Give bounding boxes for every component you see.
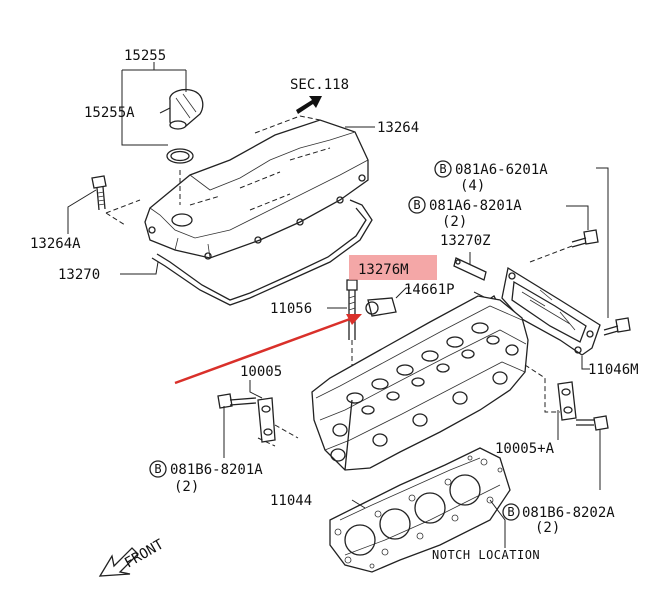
- label-notch-location: NOTCH LOCATION: [432, 548, 540, 562]
- label-bolt1-qty: (4): [460, 178, 485, 194]
- label-11044: 11044: [270, 493, 312, 509]
- head-valve-pockets: [330, 322, 519, 462]
- circle-b-marker-1: B: [434, 160, 452, 178]
- label-bolt1-code: 081A6-6201A: [455, 162, 548, 178]
- label-14661P: 14661P: [404, 282, 455, 298]
- label-11046M: 11046M: [588, 362, 639, 378]
- highlight-13276M: [349, 255, 437, 280]
- gasket-10005A: [557, 381, 577, 440]
- label-15255: 15255: [124, 48, 166, 64]
- head-gasket-11044: [329, 447, 511, 573]
- filler-gasket: [166, 148, 194, 164]
- label-13276M: 13276M: [358, 262, 409, 278]
- label-bolt4-qty: (2): [535, 520, 560, 536]
- gasket-bolt-holes: [334, 455, 503, 569]
- label-bolt3-qty: (2): [174, 479, 199, 495]
- bolt-081A6-6201A: [596, 167, 631, 336]
- svg-text:B: B: [413, 198, 420, 212]
- label-10005: 10005: [240, 364, 282, 380]
- label-bolt2-qty: (2): [442, 214, 467, 230]
- sec118-arrow: [296, 96, 322, 114]
- label-13270Z: 13270Z: [440, 233, 491, 249]
- label-15255A: 15255A: [84, 105, 135, 121]
- label-bolt4-code: 081B6-8202A: [522, 505, 615, 521]
- label-11056: 11056: [270, 301, 312, 317]
- bolt-081B6-8202A: [576, 415, 609, 490]
- label-10005A: 10005+A: [495, 441, 555, 457]
- bolt-13264A: [67, 175, 141, 234]
- rear-plate-11046M: [501, 266, 601, 370]
- front-arrow: [98, 547, 139, 577]
- label-13264: 13264: [377, 120, 419, 136]
- svg-text:B: B: [439, 162, 446, 176]
- label-sec118: SEC.118: [290, 77, 349, 93]
- label-13264A: 13264A: [30, 236, 81, 252]
- svg-text:B: B: [507, 505, 514, 519]
- gasket-10005: [249, 380, 299, 447]
- rocker-gasket-13270: [120, 199, 373, 306]
- red-pointer-arrow: [174, 314, 362, 385]
- bolt-081A6-8201A: [529, 205, 599, 263]
- label-bolt2-code: 081A6-8201A: [429, 198, 522, 214]
- injector-14661P: [365, 287, 499, 317]
- leader-15255: [121, 62, 187, 146]
- cylinder-head: [311, 295, 560, 471]
- oil-filler-cap: [169, 88, 204, 130]
- svg-text:B: B: [154, 462, 161, 476]
- circle-b-marker-4: B: [502, 503, 520, 521]
- circle-b-marker-2: B: [408, 196, 426, 214]
- label-front: FRONT: [122, 536, 167, 571]
- label-13270: 13270: [58, 267, 100, 283]
- bolt-081B6-8201A: [217, 393, 257, 458]
- seal-13270Z: [453, 252, 487, 281]
- circle-b-marker-3: B: [149, 460, 167, 478]
- rocker-cover: [144, 115, 369, 260]
- label-bolt3-code: 081B6-8201A: [170, 462, 263, 478]
